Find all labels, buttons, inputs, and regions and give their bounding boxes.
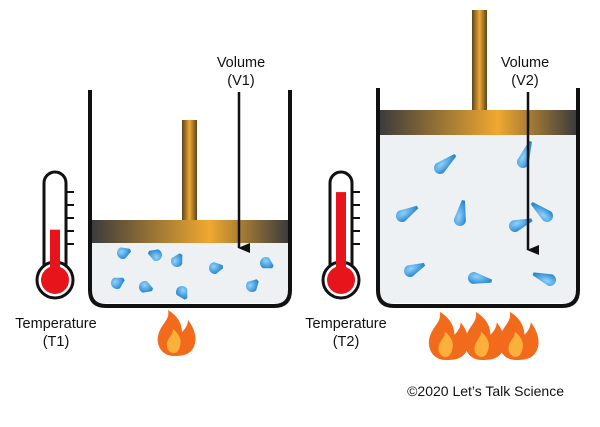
gas-particle <box>396 205 419 222</box>
right-container <box>376 10 580 308</box>
flame-core <box>474 331 489 357</box>
left-flames <box>157 310 196 356</box>
right-thermometer-mercury <box>336 192 346 280</box>
left-cylinder-wall <box>88 90 292 308</box>
right-piston-rod <box>472 10 487 110</box>
right-thermometer <box>321 170 361 300</box>
flame-core <box>166 329 181 353</box>
left-volume-label: Volume (V1) <box>216 55 266 89</box>
right-piston <box>380 110 576 135</box>
left-gas-particles <box>111 247 274 300</box>
gas-particle <box>209 262 224 274</box>
gas-particle <box>530 201 553 222</box>
gas-particle <box>117 247 132 259</box>
flame-core <box>438 331 453 357</box>
right-temperature-label: Temperature (T2) <box>305 316 387 350</box>
right-volume-label: Volume (V2) <box>500 55 550 89</box>
right-gas-particles <box>396 140 556 286</box>
gas-particle <box>171 253 183 267</box>
gas-particle <box>176 286 188 300</box>
left-piston-rod <box>182 120 197 220</box>
gas-particle <box>111 277 125 289</box>
left-thermometer <box>35 170 75 300</box>
gas-particle <box>147 249 162 261</box>
gas-particle <box>139 281 154 293</box>
gas-particle <box>532 272 556 286</box>
left-piston <box>92 220 288 243</box>
gas-particle <box>468 272 492 284</box>
gas-particle <box>454 200 466 226</box>
gas-particle <box>404 262 426 277</box>
gas-particle <box>434 153 457 174</box>
flame-core <box>508 331 523 357</box>
right-flames <box>428 311 539 360</box>
left-container <box>88 90 292 308</box>
left-temperature-label: Temperature (T1) <box>15 316 97 350</box>
gas-particle <box>260 257 274 269</box>
gas-particle <box>246 279 259 292</box>
gas-particle <box>509 218 533 232</box>
right-cylinder-wall <box>376 88 580 308</box>
copyright-credit: ©2020 Let’s Talk Science <box>407 383 564 399</box>
left-thermometer-mercury <box>50 229 60 280</box>
